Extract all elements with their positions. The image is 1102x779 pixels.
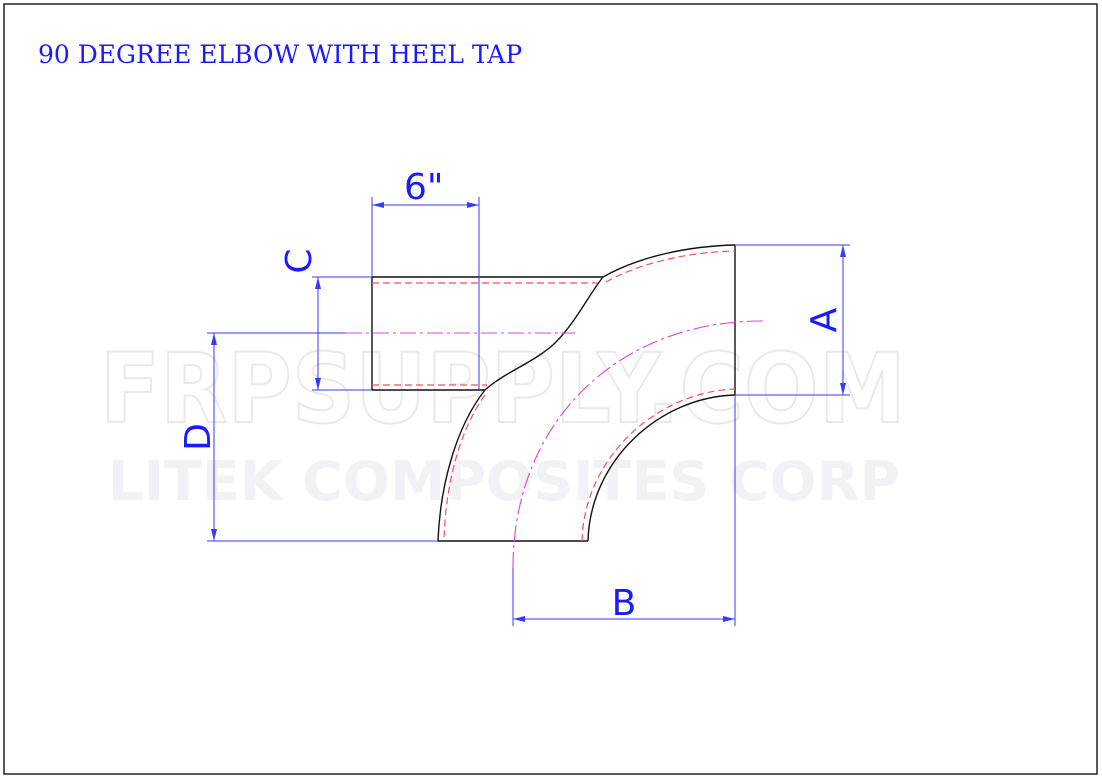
watermark-company: LITEK COMPOSITES CORP [108, 450, 900, 513]
dimension-label-b: B [612, 583, 637, 624]
dimension-d: D [178, 332, 438, 542]
sheet-border [3, 3, 1098, 775]
tap-intersection-curve [484, 276, 604, 391]
dimension-label-c: C [279, 248, 320, 273]
center-lines [346, 320, 765, 569]
dimension-label-a: A [804, 307, 845, 332]
inner-bend-arc [587, 394, 736, 542]
dimension-a: A [735, 244, 850, 396]
dimension-b: B [512, 395, 736, 626]
outer-bend-arc [602, 244, 736, 278]
watermark-website: FRPSUPPLY.COM [100, 333, 906, 445]
dimension-c: C [279, 248, 372, 391]
elbow-outline [371, 244, 736, 542]
inner-wall-hidden-lines [372, 250, 736, 542]
dimension-label-d: D [178, 423, 219, 451]
outer-bend-lower-arc [437, 389, 486, 542]
drawing-title: 90 DEGREE ELBOW WITH HEEL TAP [38, 40, 522, 69]
dimension-label-6in: 6" [404, 167, 443, 208]
dimension-tap-length: 6" [371, 167, 480, 390]
